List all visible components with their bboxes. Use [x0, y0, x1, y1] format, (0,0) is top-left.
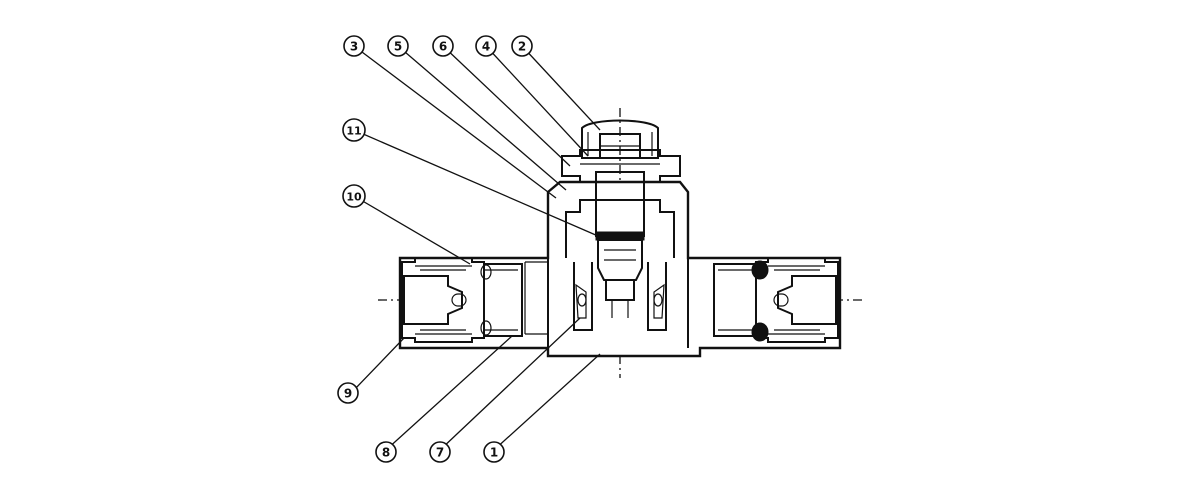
svg-text:1: 1	[490, 446, 498, 460]
svg-text:7: 7	[436, 446, 444, 460]
left-body-bore	[524, 261, 548, 335]
svg-text:5: 5	[394, 40, 402, 54]
svg-text:11: 11	[346, 125, 361, 138]
callout-label-5: 5	[387, 35, 409, 57]
callout-label-9: 9	[337, 382, 359, 404]
svg-text:6: 6	[439, 40, 447, 54]
callout-label-1: 1	[483, 441, 505, 463]
callout-label-7: 7	[429, 441, 451, 463]
svg-text:3: 3	[350, 40, 358, 54]
adjusting-knob	[581, 119, 659, 159]
needle-spindle	[595, 171, 645, 318]
callout-label-6: 6	[432, 35, 454, 57]
callout-label-10: 10	[342, 184, 366, 208]
lock-nut	[561, 149, 681, 183]
callout-label-8: 8	[375, 441, 397, 463]
right-push-in-fitting	[713, 257, 839, 343]
svg-text:4: 4	[482, 40, 490, 54]
left-push-in-fitting	[401, 257, 523, 343]
callout-label-2: 2	[511, 35, 533, 57]
svg-text:9: 9	[344, 387, 352, 401]
callout-label-3: 3	[343, 35, 365, 57]
callout-label-4: 4	[475, 35, 497, 57]
leader-lines	[353, 45, 601, 451]
svg-text:10: 10	[346, 191, 362, 204]
callout-label-11: 11	[342, 118, 366, 142]
svg-text:8: 8	[382, 446, 390, 460]
svg-text:2: 2	[518, 40, 526, 54]
center-valve-chamber	[565, 199, 675, 331]
